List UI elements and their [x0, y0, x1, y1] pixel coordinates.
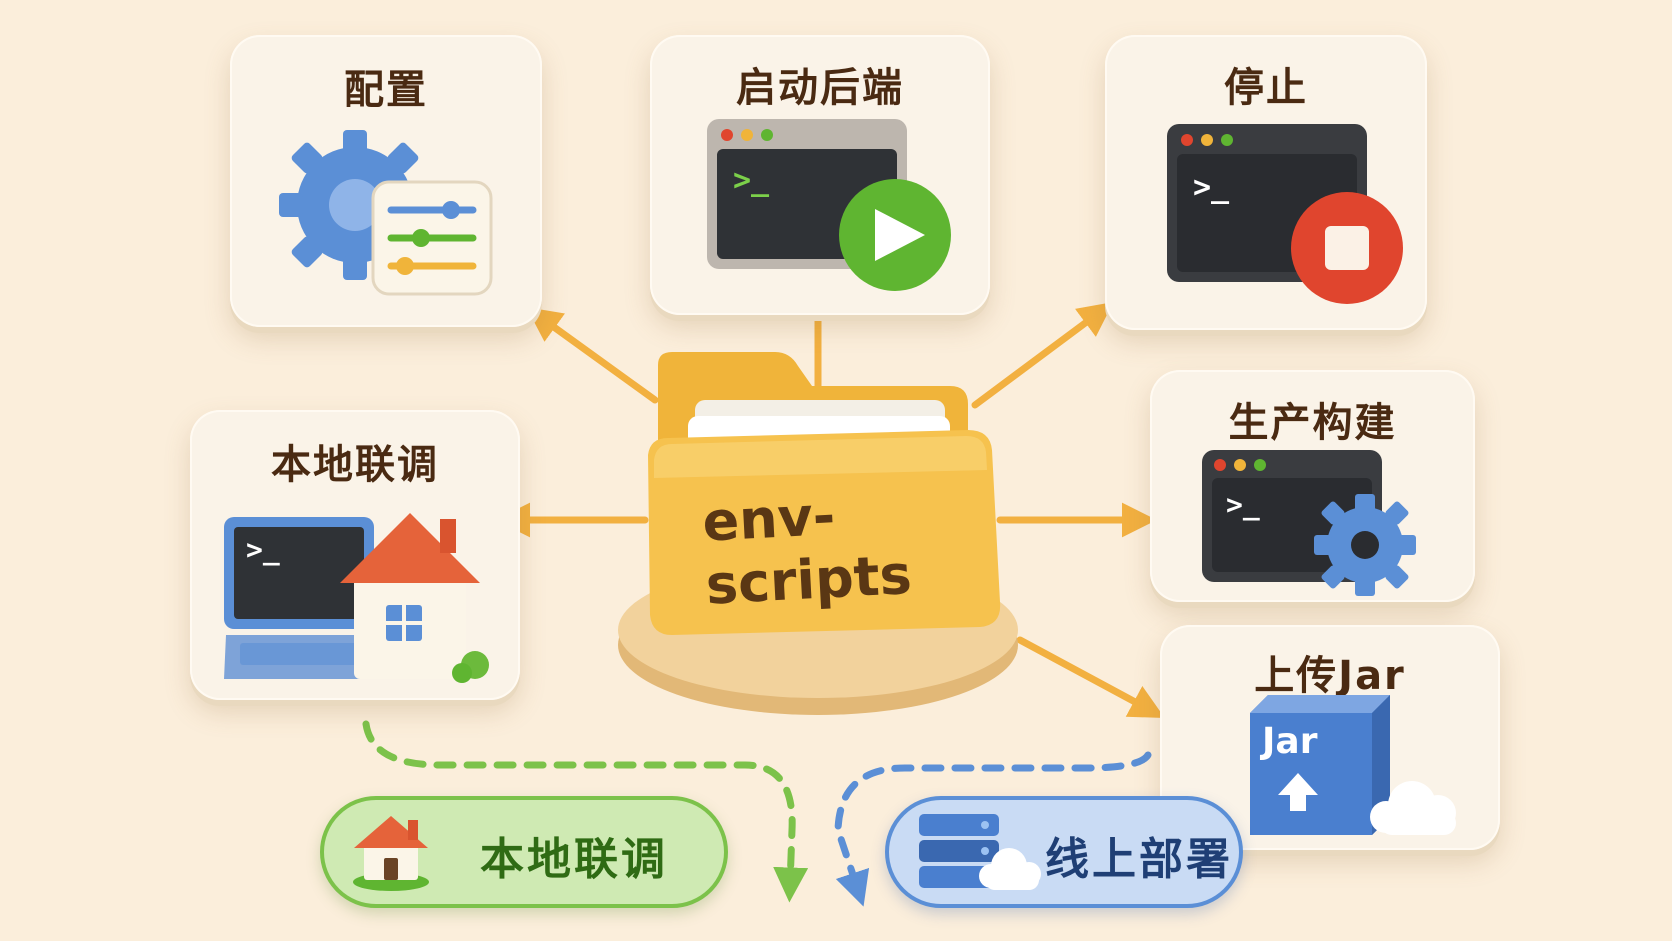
- card-title-upload-jar: 上传Jar: [1254, 653, 1406, 699]
- card-title-start-backend: 启动后端: [736, 65, 904, 111]
- gear-sliders-icon: [279, 130, 493, 296]
- card-start-backend[interactable]: 启动后端 >_: [650, 35, 990, 315]
- card-title-config: 配置: [344, 67, 428, 113]
- arrow-to-upload-jar: [1016, 636, 1165, 718]
- terminal-play-icon: [707, 119, 951, 291]
- server-cloud-icon: [919, 814, 1041, 890]
- jar-upload-icon: [1250, 695, 1456, 835]
- env-scripts-folder[interactable]: env-scripts: [600, 340, 1040, 740]
- upload-jar-icon-group: Jar: [1250, 695, 1460, 845]
- terminal-prompt: >_: [733, 163, 770, 198]
- terminal-stop-icon: [1167, 124, 1403, 304]
- online-flow-dashed-path: [834, 751, 1152, 907]
- arrow-to-stop: [971, 301, 1114, 409]
- prod-build-icon-group: >_: [1200, 448, 1430, 598]
- card-title-stop: 停止: [1224, 65, 1308, 111]
- arrow-to-config: [526, 307, 659, 404]
- card-local-debug[interactable]: 本地联调 >_: [190, 410, 520, 700]
- online-deploy-flow-pill[interactable]: 线上部署: [885, 796, 1243, 908]
- local-debug-flow-pill[interactable]: 本地联调: [320, 796, 728, 908]
- terminal-prompt: >_: [1193, 170, 1230, 205]
- settings-icon-group: [275, 120, 505, 320]
- local-flow-dashed-path: [362, 720, 809, 903]
- laptop-house-icon: [224, 513, 489, 683]
- house-icon: [353, 816, 429, 891]
- terminal-gear-icon: [1202, 450, 1416, 596]
- local-debug-icon-group: >_: [220, 495, 500, 690]
- terminal-prompt: >_: [1226, 488, 1260, 521]
- local-debug-flow-label: 本地联调: [480, 834, 668, 885]
- stop-icon-group: >_: [1165, 120, 1415, 320]
- card-stop[interactable]: 停止 >_: [1105, 35, 1427, 330]
- card-title-prod-build: 生产构建: [1228, 400, 1397, 446]
- online-deploy-flow-label: 线上部署: [1045, 834, 1233, 885]
- folder-icon: [618, 352, 1018, 715]
- jar-icon-label: Jar: [1262, 721, 1318, 762]
- folder-label: env-scripts: [700, 483, 914, 617]
- card-prod-build[interactable]: 生产构建: [1150, 370, 1475, 602]
- card-config[interactable]: 配置: [230, 35, 542, 327]
- card-title-local-debug: 本地联调: [271, 442, 439, 488]
- terminal-prompt: >_: [246, 533, 280, 566]
- start-icon-group: >_: [705, 115, 965, 305]
